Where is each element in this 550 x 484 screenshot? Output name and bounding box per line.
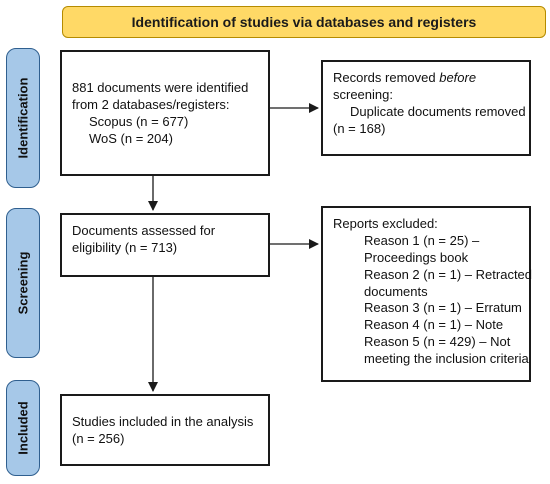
stage-screening: Screening — [6, 208, 40, 358]
excluded-reason1: Reason 1 (n = 25) – — [364, 232, 480, 248]
removed-line1: Records removed before — [333, 70, 519, 87]
included-line1: Studies included in the analysis — [72, 414, 254, 429]
identified-box: 881 documents were identified from 2 dat… — [60, 50, 270, 176]
removed-line2: screening: — [333, 86, 393, 102]
identified-line1: 881 documents were identified — [72, 80, 249, 95]
excluded-reason5-detail: meeting the inclusion criteria — [364, 351, 529, 367]
removed-line1-prefix: Records removed — [333, 70, 440, 85]
included-line2: (n = 256) — [72, 430, 125, 446]
excluded-reason3: Reason 3 (n = 1) – Erratum — [364, 300, 522, 316]
identified-line2: from 2 databases/registers: — [72, 96, 230, 112]
assessed-line2: eligibility (n = 713) — [72, 239, 178, 255]
excluded-title: Reports excluded: — [333, 216, 438, 231]
header-title-box: Identification of studies via databases … — [62, 6, 546, 38]
removed-line4: (n = 168) — [333, 120, 386, 136]
stage-included: Included — [6, 380, 40, 476]
removed-line1-emphasis: before — [439, 70, 477, 85]
stage-identification: Identification — [6, 48, 40, 188]
removed-box: Records removed before screening: Duplic… — [321, 60, 531, 156]
excluded-reason4: Reason 4 (n = 1) – Note — [364, 317, 504, 333]
assessed-line1: Documents assessed for — [72, 223, 216, 238]
excluded-box: Reports excluded: Reason 1 (n = 25) – Pr… — [321, 206, 533, 382]
excluded-reason2-detail: documents — [364, 283, 428, 299]
excluded-reason5: Reason 5 (n = 429) – Not — [364, 334, 511, 350]
assessed-box: Documents assessed for eligibility (n = … — [60, 213, 270, 277]
removed-line3: Duplicate documents removed — [350, 103, 526, 119]
identified-scopus: Scopus (n = 677) — [89, 113, 189, 129]
header-title: Identification of studies via databases … — [131, 14, 477, 30]
excluded-reason2: Reason 2 (n = 1) – Retracted — [364, 266, 533, 282]
excluded-reason1-detail: Proceedings book — [364, 249, 469, 265]
included-box: Studies included in the analysis (n = 25… — [60, 394, 270, 466]
identified-wos: WoS (n = 204) — [89, 130, 173, 146]
